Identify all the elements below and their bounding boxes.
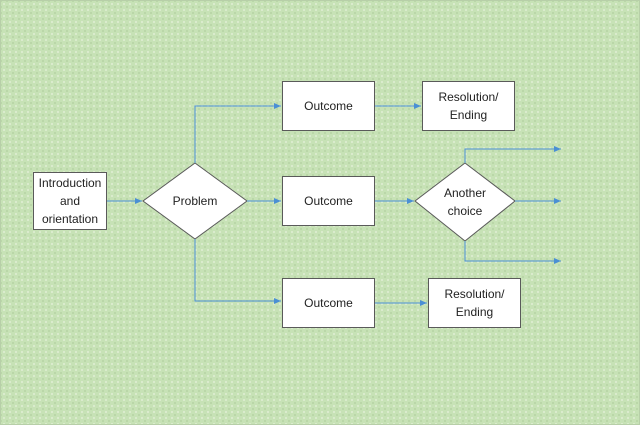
outcome-top-label: Outcome: [304, 99, 353, 113]
outcome-bottom-box: Outcome: [282, 278, 375, 328]
resolution-top-box: Resolution/ Ending: [422, 81, 515, 131]
connector-problem-outcome-top: [194, 103, 281, 163]
problem-label: Problem: [172, 194, 218, 208]
another-choice-node: Another choice: [415, 163, 515, 241]
connector-another-choice-down: [464, 241, 561, 264]
resolution-top-label: Resolution/ Ending: [438, 90, 499, 122]
intro-box: Introduction and orientation: [33, 172, 107, 230]
resolution-bottom-box: Resolution/ Ending: [428, 278, 521, 328]
problem-node: Problem: [143, 163, 247, 239]
connector-another-choice-up: [464, 146, 561, 163]
outcome-top-box: Outcome: [282, 81, 375, 131]
outcome-middle-box: Outcome: [282, 176, 375, 226]
connector-problem-outcome-bottom: [194, 239, 281, 304]
resolution-bottom-label: Resolution/ Ending: [444, 287, 505, 319]
outcome-middle-label: Outcome: [304, 194, 353, 208]
another-choice-label: Another choice: [443, 186, 487, 218]
outcome-bottom-label: Outcome: [304, 296, 353, 310]
intro-label: Introduction and orientation: [38, 176, 102, 226]
